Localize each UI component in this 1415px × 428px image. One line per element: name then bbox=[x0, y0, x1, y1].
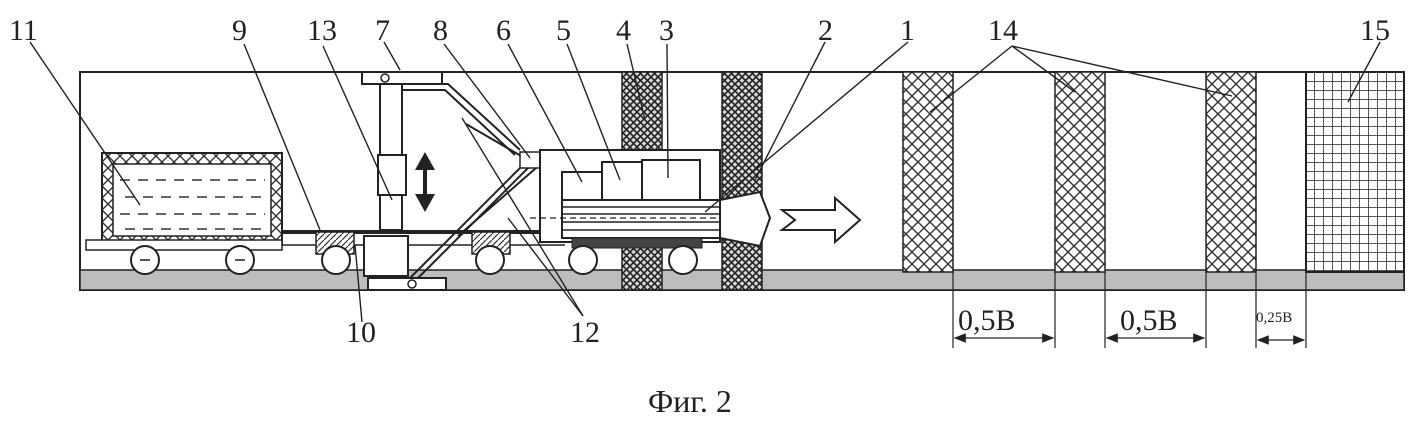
bogie-right-wheel bbox=[476, 246, 504, 274]
label-1: 1 bbox=[900, 14, 915, 47]
label-9: 9 bbox=[232, 14, 247, 47]
label-15: 15 bbox=[1360, 14, 1390, 47]
label-6: 6 bbox=[496, 14, 511, 47]
cutter-cone bbox=[720, 192, 770, 246]
charge-pillar-1 bbox=[903, 72, 953, 272]
machine-wheel-2 bbox=[669, 246, 697, 274]
label-7: 7 bbox=[375, 14, 390, 47]
charge-pillar-3 bbox=[1206, 72, 1256, 272]
label-11: 11 bbox=[9, 14, 38, 47]
machine-wheel-1 bbox=[569, 246, 597, 274]
label-12: 12 bbox=[570, 316, 600, 349]
label-3: 3 bbox=[659, 14, 674, 47]
dimension-gap-2: 0,5В bbox=[1120, 304, 1178, 337]
machine-block-3 bbox=[642, 160, 700, 200]
label-2: 2 bbox=[818, 14, 833, 47]
bogie-left-wheel bbox=[322, 246, 350, 274]
label-10: 10 bbox=[346, 316, 376, 349]
column-top-plate bbox=[362, 72, 442, 84]
label-8: 8 bbox=[433, 14, 448, 47]
figure-caption: Фиг. 2 bbox=[648, 383, 732, 419]
label-5: 5 bbox=[556, 14, 571, 47]
dimension-gap-3: 0,25В bbox=[1256, 310, 1292, 326]
wagon-chassis bbox=[86, 240, 282, 250]
dimension-gap-1: 0,5В bbox=[958, 304, 1016, 337]
label-13: 13 bbox=[307, 14, 337, 47]
pivot-bracket bbox=[520, 152, 542, 168]
label-4: 4 bbox=[616, 14, 631, 47]
column-base-plate bbox=[368, 278, 446, 290]
machine-block-5 bbox=[602, 162, 642, 200]
charge-pillar-2 bbox=[1055, 72, 1105, 272]
column-block bbox=[378, 155, 406, 195]
grid-block-15 bbox=[1306, 72, 1404, 272]
column-lower bbox=[364, 236, 408, 276]
machine-drum bbox=[562, 200, 720, 238]
machine-block-6 bbox=[562, 172, 602, 200]
label-14: 14 bbox=[988, 14, 1018, 47]
